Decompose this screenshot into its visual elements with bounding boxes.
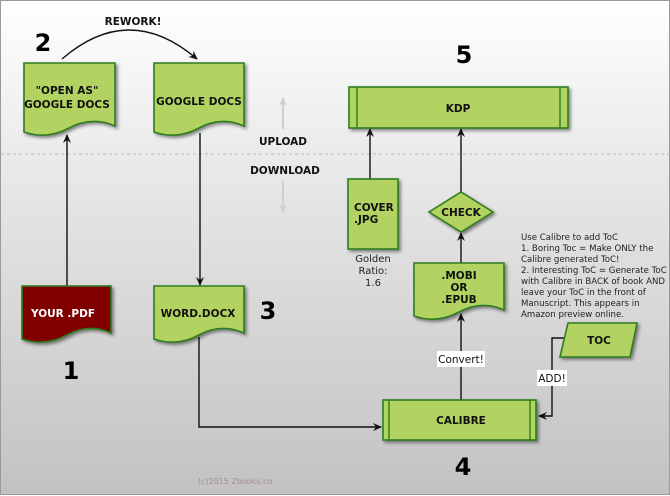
golden-label-3: 1.6 [365, 278, 381, 289]
note-line: Amazon preview online. [521, 310, 624, 320]
golden-label-2: Ratio: [358, 266, 387, 277]
mobi-epub-node [413, 262, 505, 320]
note-line: Manuscript. This appears in [521, 299, 640, 309]
download-label: DOWNLOAD [250, 165, 320, 177]
note-line: Use Calibre to add ToC [521, 233, 618, 243]
cover-label-1: COVER [354, 202, 394, 214]
note-line: 2. Interesting ToC = Generate ToC [521, 266, 667, 276]
google-docs-node [153, 62, 245, 136]
mobi-label-2: OR [450, 282, 467, 294]
check-label: CHECK [441, 207, 481, 219]
mobi-label-3: .EPUB [441, 294, 476, 306]
kdp-label: KDP [446, 103, 471, 115]
note-line: leave your ToC in the front of [521, 288, 647, 298]
mobi-label-1: .MOBI [441, 270, 476, 282]
step-4: 4 [455, 453, 472, 481]
add-label-bg [537, 370, 567, 386]
note-line: Calibre generated ToC! [521, 255, 619, 265]
open-as-label-2: GOOGLE DOCS [24, 99, 110, 111]
cover-jpg-node [347, 178, 399, 250]
step-2: 2 [35, 29, 52, 57]
kdp-node [348, 86, 569, 129]
note-line: with Calibre in BACK of book AND [521, 277, 665, 287]
note-line: 1. Boring Toc = Make ONLY the [521, 244, 653, 254]
open-as-label-1: "OPEN AS" [36, 85, 99, 97]
toc-label: TOC [587, 335, 611, 347]
toc-node [558, 322, 638, 358]
calibre-label: CALIBRE [436, 415, 486, 427]
convert-label: Convert! [438, 354, 484, 366]
word-label: WORD.DOCX [161, 308, 236, 320]
open-as-google-docs-node [23, 62, 116, 136]
step-3: 3 [260, 297, 277, 325]
pdf-label: YOUR .PDF [30, 308, 95, 320]
convert-label-bg [437, 351, 485, 367]
copyright: (c)2015 Zbooks.co [198, 477, 273, 486]
word-to-calibre-arrow [198, 337, 382, 431]
word-docx-node [153, 285, 245, 343]
rework-label: REWORK! [105, 16, 162, 28]
calibre-toc-notes: Use Calibre to add ToC 1. Boring Toc = M… [521, 233, 667, 320]
rework-arrow [61, 29, 198, 60]
check-node [427, 191, 495, 233]
your-pdf-node [21, 285, 112, 343]
step-5: 5 [456, 41, 473, 69]
upload-label: UPLOAD [259, 136, 307, 148]
google-docs-label: GOOGLE DOCS [156, 96, 242, 108]
golden-label-1: Golden [355, 254, 390, 265]
step-1: 1 [63, 357, 80, 385]
add-label: ADD! [538, 373, 566, 385]
cover-label-2: .JPG [354, 214, 378, 226]
calibre-node [382, 399, 537, 441]
